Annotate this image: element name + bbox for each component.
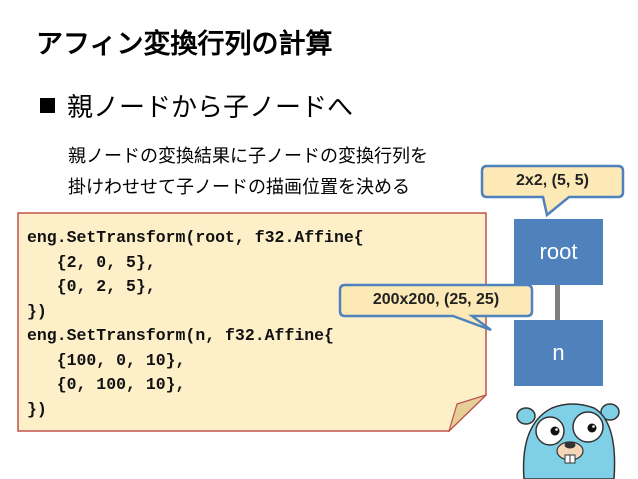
bullet-text: 親ノードから子ノードへ bbox=[67, 93, 354, 123]
tree-connector bbox=[555, 285, 560, 320]
callout-bubble bbox=[480, 164, 625, 218]
code-line: eng.SetTransform(n, f32.Affine{ bbox=[27, 326, 334, 345]
note-background bbox=[17, 212, 487, 432]
root-transform-callout: 2x2, (5, 5) bbox=[480, 164, 625, 218]
gopher-icon bbox=[516, 403, 620, 479]
bullet-item: 親ノードから子ノードへ bbox=[40, 87, 353, 124]
square-bullet-icon bbox=[40, 98, 55, 113]
root-node: root bbox=[514, 219, 603, 285]
callout-bubble bbox=[338, 283, 534, 332]
code-line: {0, 2, 5}, bbox=[27, 277, 156, 296]
code-note: eng.SetTransform(root, f32.Affine{ {2, 0… bbox=[17, 212, 487, 432]
code-block: eng.SetTransform(root, f32.Affine{ {2, 0… bbox=[27, 226, 364, 422]
code-line: {100, 0, 10}, bbox=[27, 350, 186, 370]
description-line-1: 親ノードの変換結果に子ノードの変換行列を bbox=[68, 146, 428, 167]
callout-label: 2x2, (5, 5) bbox=[516, 172, 589, 189]
code-line: {2, 0, 5}, bbox=[27, 252, 156, 272]
child-node: n bbox=[514, 320, 603, 386]
slide-title: アフィン変換行列の計算 bbox=[36, 29, 333, 60]
code-line: }) bbox=[27, 301, 47, 321]
description-line-2: 掛けわせせて子ノードの描画位置を決める bbox=[68, 177, 410, 198]
callout-label: 200x200, (25, 25) bbox=[372, 291, 500, 308]
n-transform-callout: 200x200, (25, 25) bbox=[338, 283, 534, 332]
code-line: }) bbox=[27, 399, 47, 419]
code-line: eng.SetTransform(root, f32.Affine{ bbox=[27, 228, 364, 247]
code-line: {0, 100, 10}, bbox=[27, 375, 186, 394]
